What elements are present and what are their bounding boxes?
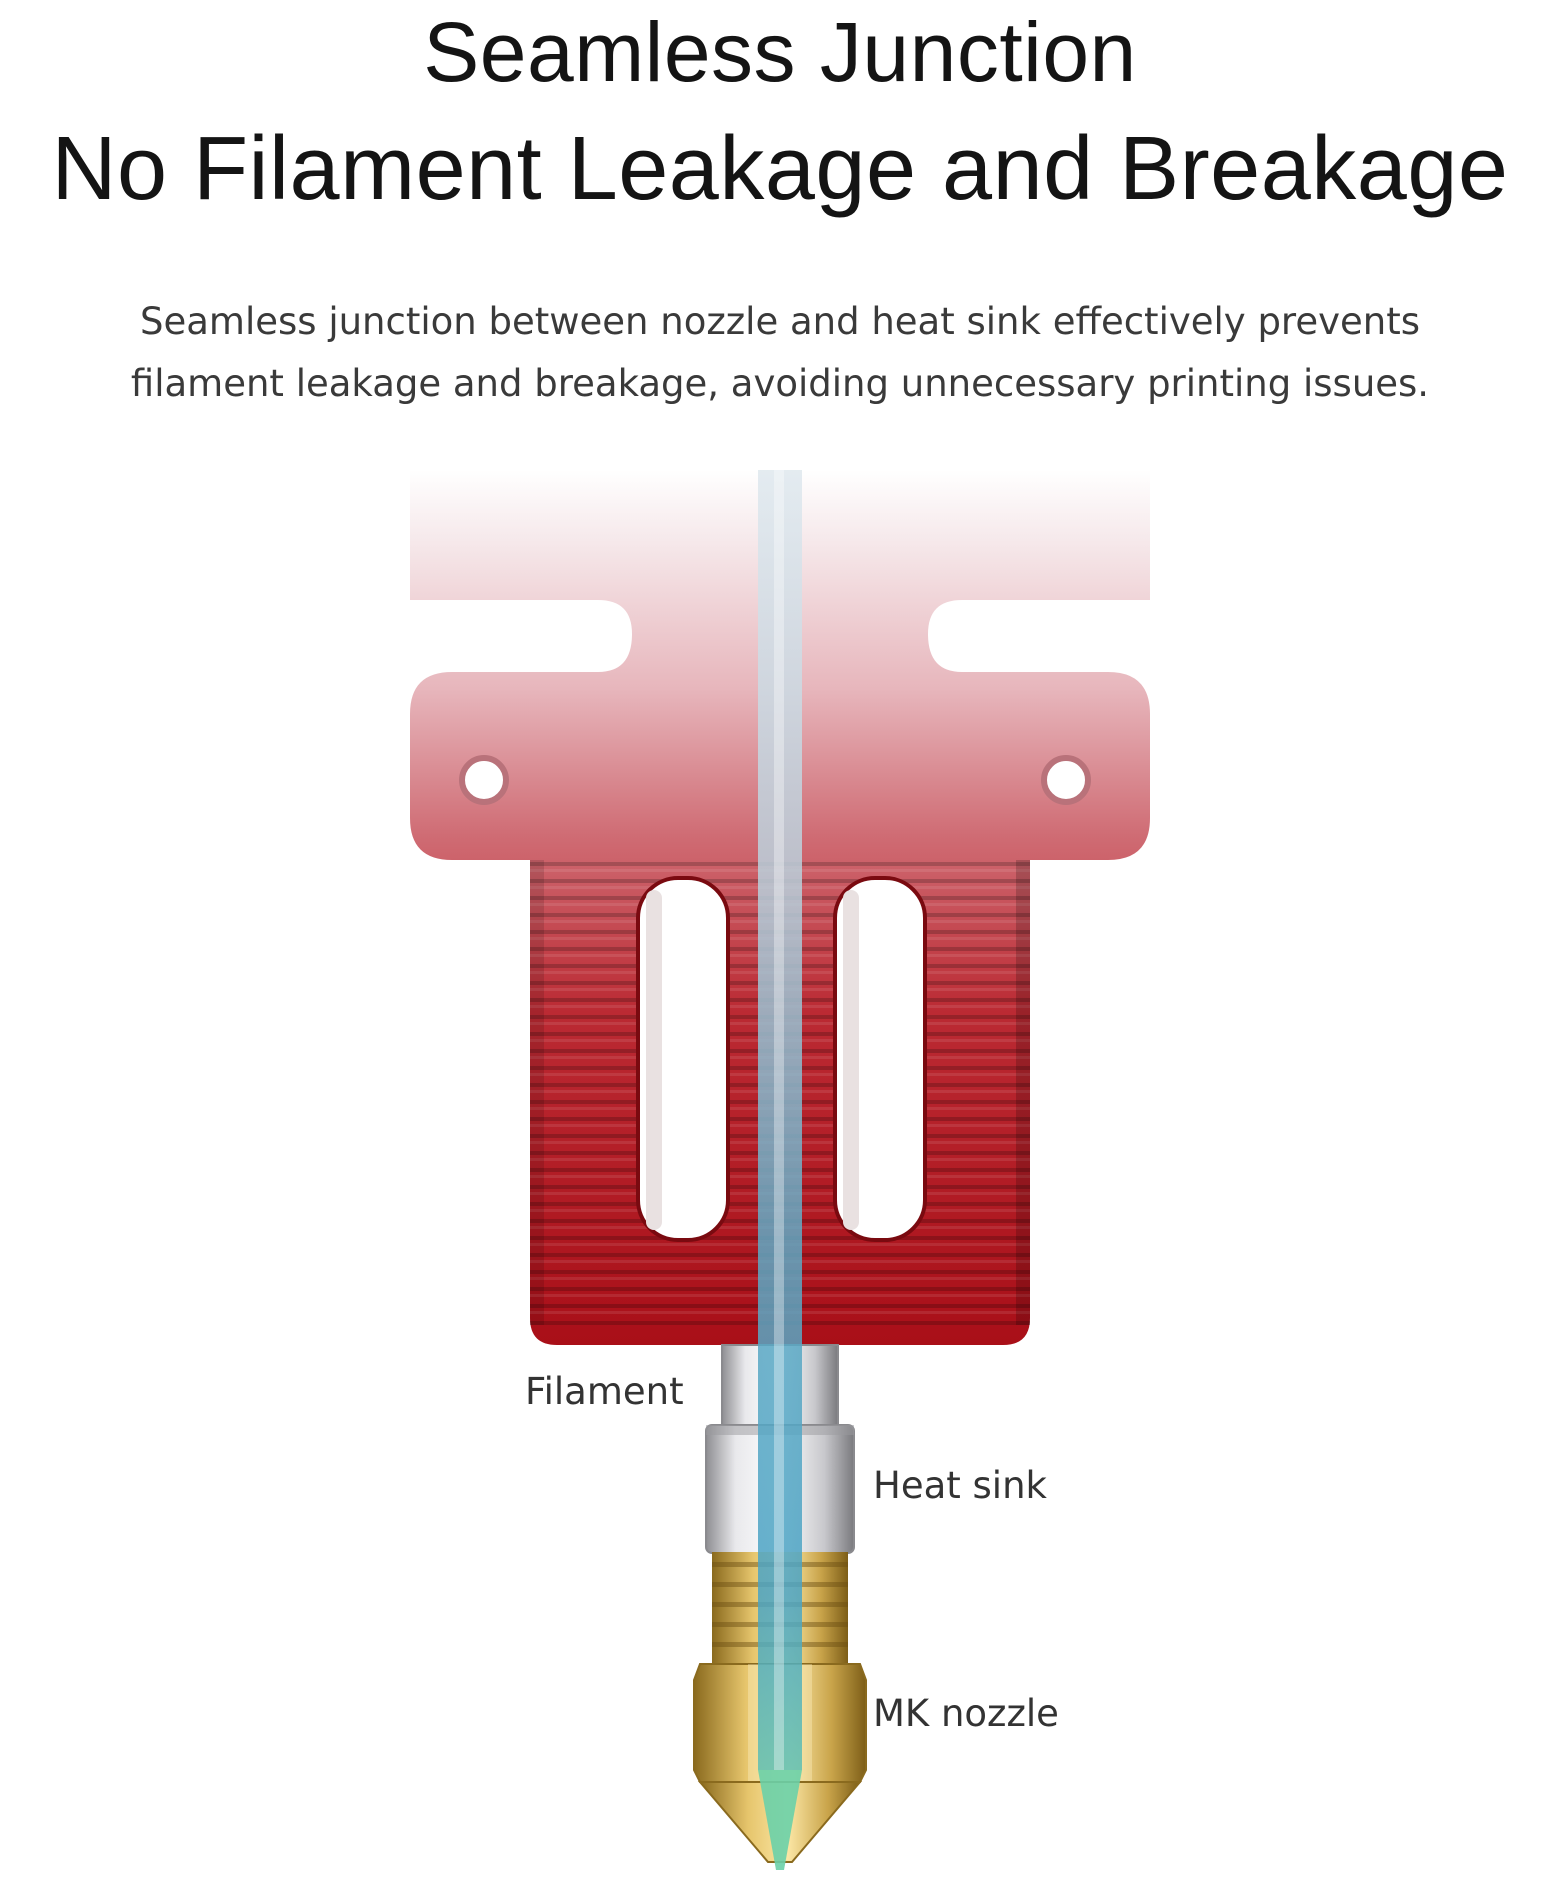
mounting-hole-left: [459, 755, 509, 805]
callout-heat-sink: Heat sink: [873, 1464, 1047, 1507]
mounting-hole-right: [1041, 755, 1091, 805]
callout-filament: Filament: [525, 1370, 684, 1413]
callout-mk-nozzle: MK nozzle: [873, 1692, 1059, 1735]
description-line-1: Seamless junction between nozzle and hea…: [140, 300, 1420, 343]
heading-line-1: Seamless Junction: [423, 5, 1137, 99]
heading-line-2: No Filament Leakage and Breakage: [51, 119, 1509, 219]
hotend-illustration: [410, 470, 1150, 1870]
filament: [758, 470, 802, 1870]
description-line-2: filament leakage and breakage, avoiding …: [130, 362, 1430, 405]
